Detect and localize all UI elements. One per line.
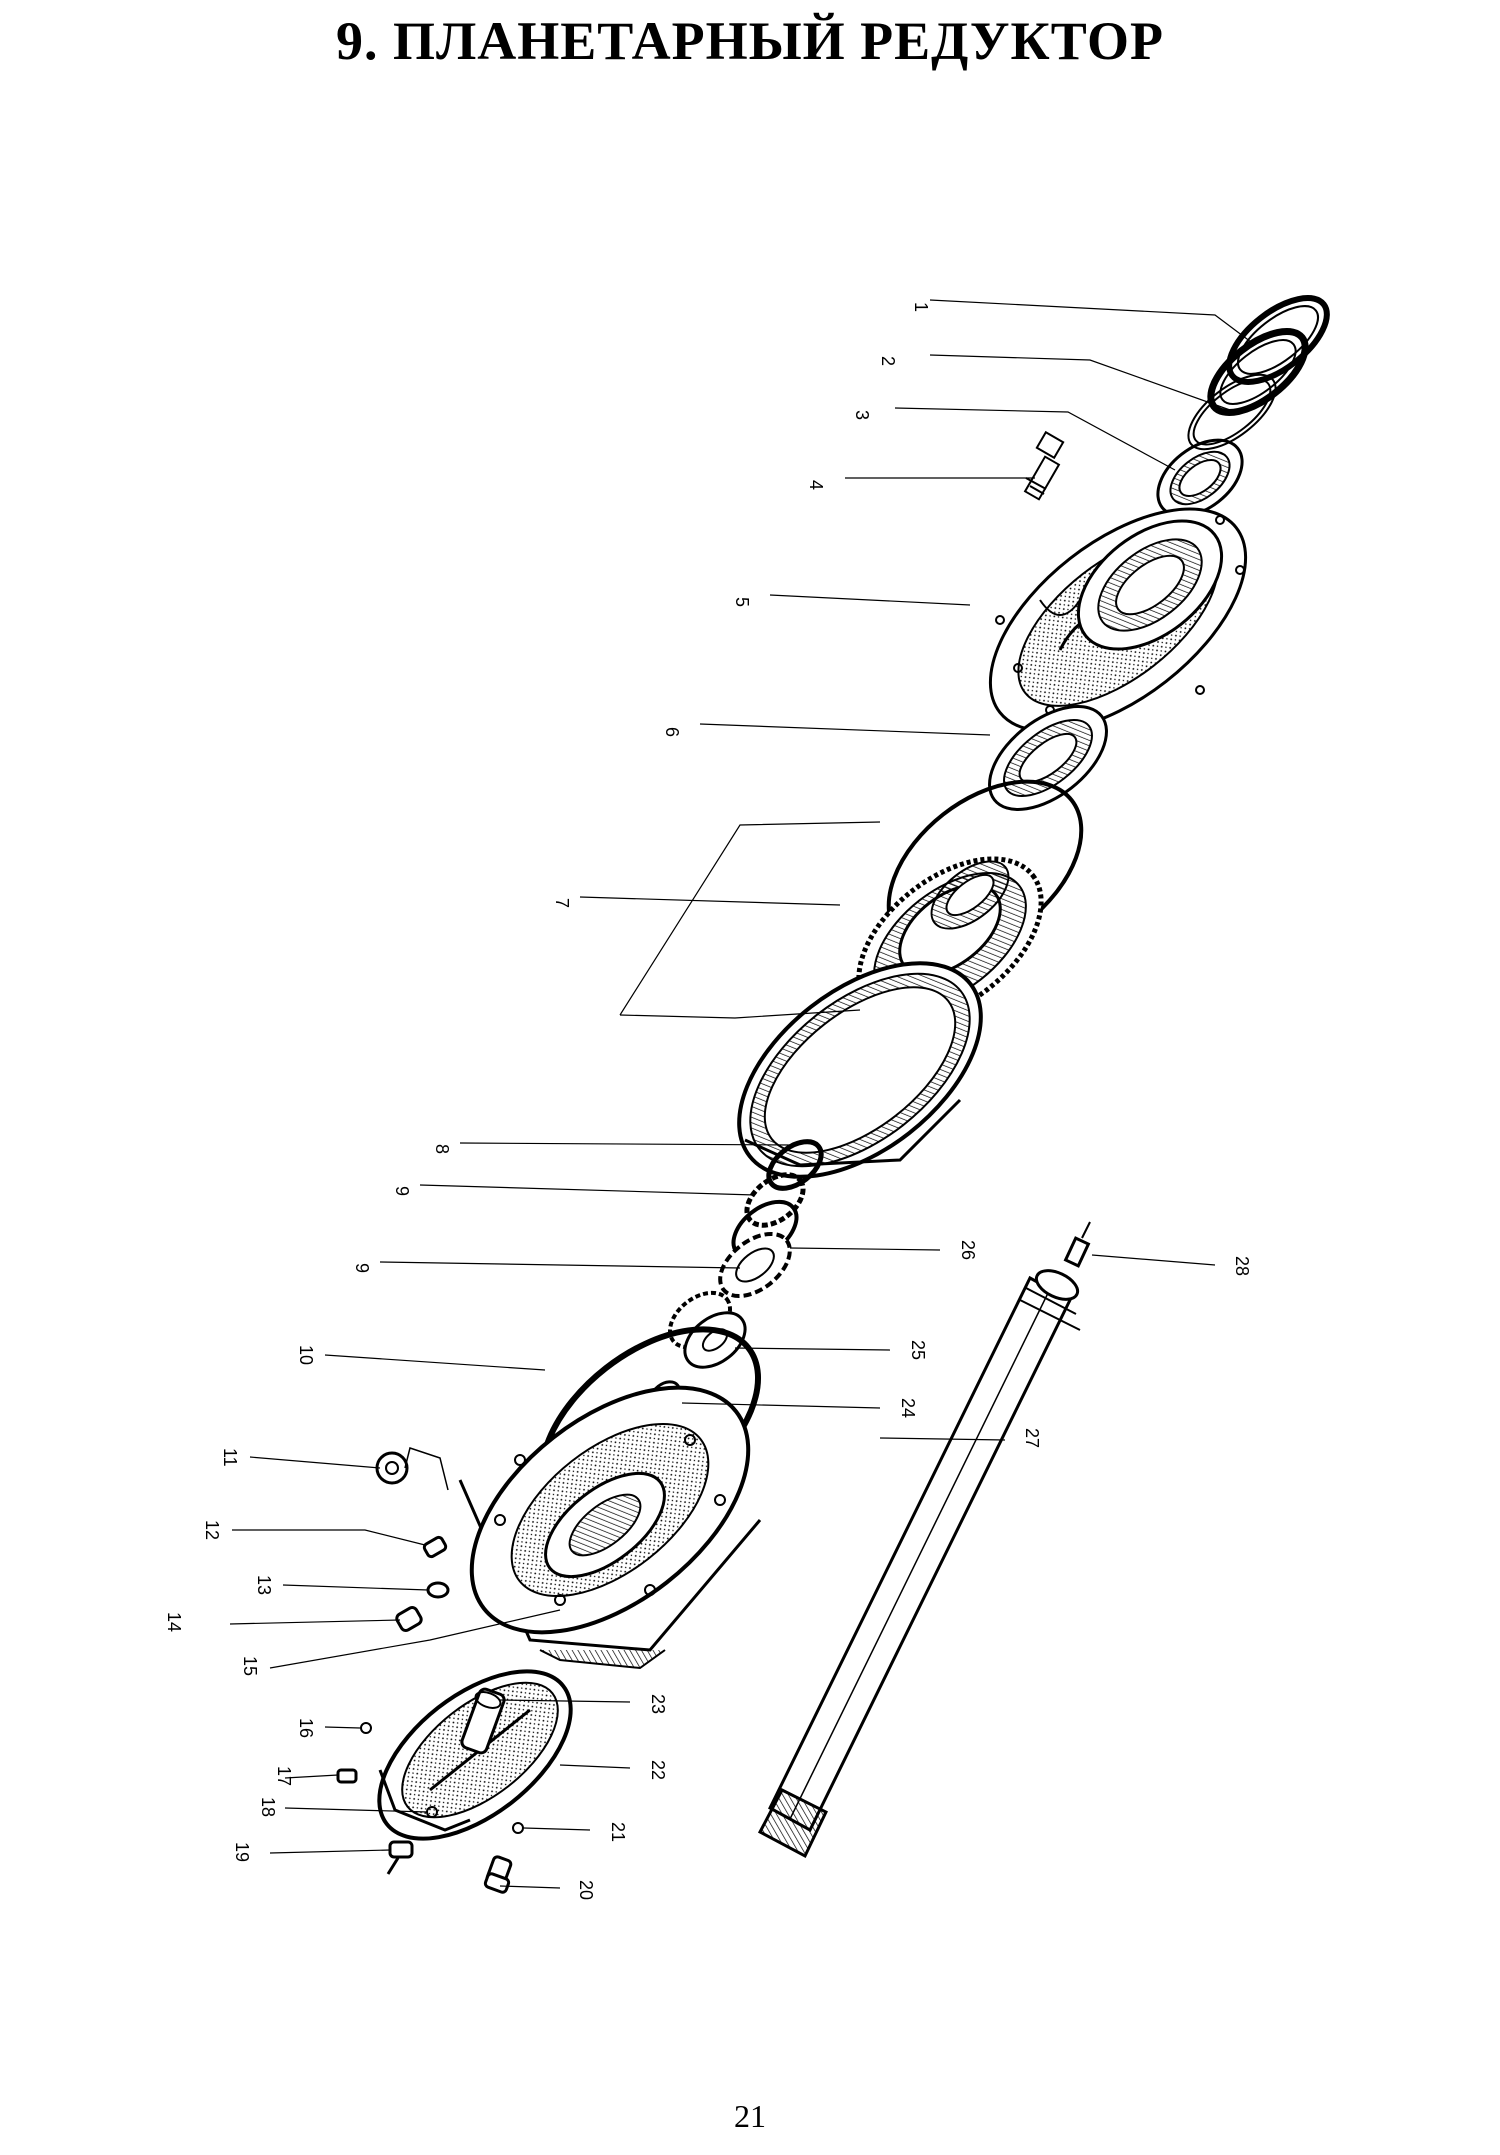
part-label-15: 15: [240, 1656, 260, 1676]
part-label-19: 19: [232, 1842, 252, 1862]
part-label-9a: 9: [392, 1186, 412, 1196]
cover-housing-part-15: [458, 1385, 762, 1670]
thin-ring-part-2: [1187, 373, 1277, 451]
part-label-3: 3: [852, 410, 872, 420]
ring-gear-part-7: [737, 961, 983, 1179]
screw-part-14: [395, 1606, 423, 1632]
fasteners-parts-16-21: [336, 1722, 524, 1894]
part-label-21: 21: [608, 1822, 628, 1842]
part-label-25: 25: [908, 1340, 928, 1360]
part-label-2: 2: [878, 356, 898, 366]
part-label-9b: 9: [352, 1263, 372, 1273]
part-label-8: 8: [432, 1144, 452, 1154]
washer-part-13: [426, 1581, 450, 1599]
part-label-23: 23: [648, 1694, 668, 1714]
part-label-17: 17: [274, 1766, 294, 1786]
part-label-12: 12: [202, 1520, 222, 1540]
axle-shaft-part-27: [757, 1269, 1081, 1859]
grease-fitting-part-28: [1063, 1221, 1091, 1268]
part-label-13: 13: [254, 1575, 274, 1595]
part-label-16: 16: [296, 1718, 316, 1738]
part-labels: 1 2 3 4 5 6 7 8 9 9 10 11 12 13 14 15 16…: [164, 302, 1252, 1900]
cover-plate-part-22: [377, 1669, 573, 1841]
part-label-14: 14: [164, 1612, 184, 1632]
shaft-part-23: [460, 1687, 506, 1755]
part-label-6: 6: [662, 727, 682, 737]
bearing-part-3: [1156, 438, 1244, 518]
part-label-22: 22: [648, 1760, 668, 1780]
spacer-part-9: [718, 1172, 806, 1299]
plug-part-12: [422, 1535, 448, 1559]
part-label-27: 27: [1022, 1428, 1042, 1448]
part-label-18: 18: [258, 1797, 278, 1817]
part-label-26: 26: [958, 1240, 978, 1260]
bolt-part-4: [1023, 430, 1065, 501]
page-number: 21: [734, 2098, 766, 2134]
nut-part-11: [375, 1447, 449, 1491]
hub-housing-part-5: [988, 507, 1248, 733]
part-label-5: 5: [732, 597, 752, 607]
leader-lines: [229, 299, 1256, 1889]
retaining-rings-part-1: [1207, 295, 1330, 417]
part-label-4: 4: [806, 480, 826, 490]
part-label-7: 7: [552, 898, 572, 908]
part-label-10: 10: [296, 1345, 316, 1365]
page-title: 9. ПЛАНЕТАРНЫЙ РЕДУКТОР: [336, 11, 1164, 71]
part-label-1: 1: [911, 302, 931, 312]
part-label-28: 28: [1232, 1256, 1252, 1276]
part-label-11: 11: [220, 1448, 240, 1467]
part-label-20: 20: [576, 1880, 596, 1900]
thrust-washer-part-8: [766, 1139, 824, 1191]
part-label-24: 24: [898, 1398, 918, 1418]
